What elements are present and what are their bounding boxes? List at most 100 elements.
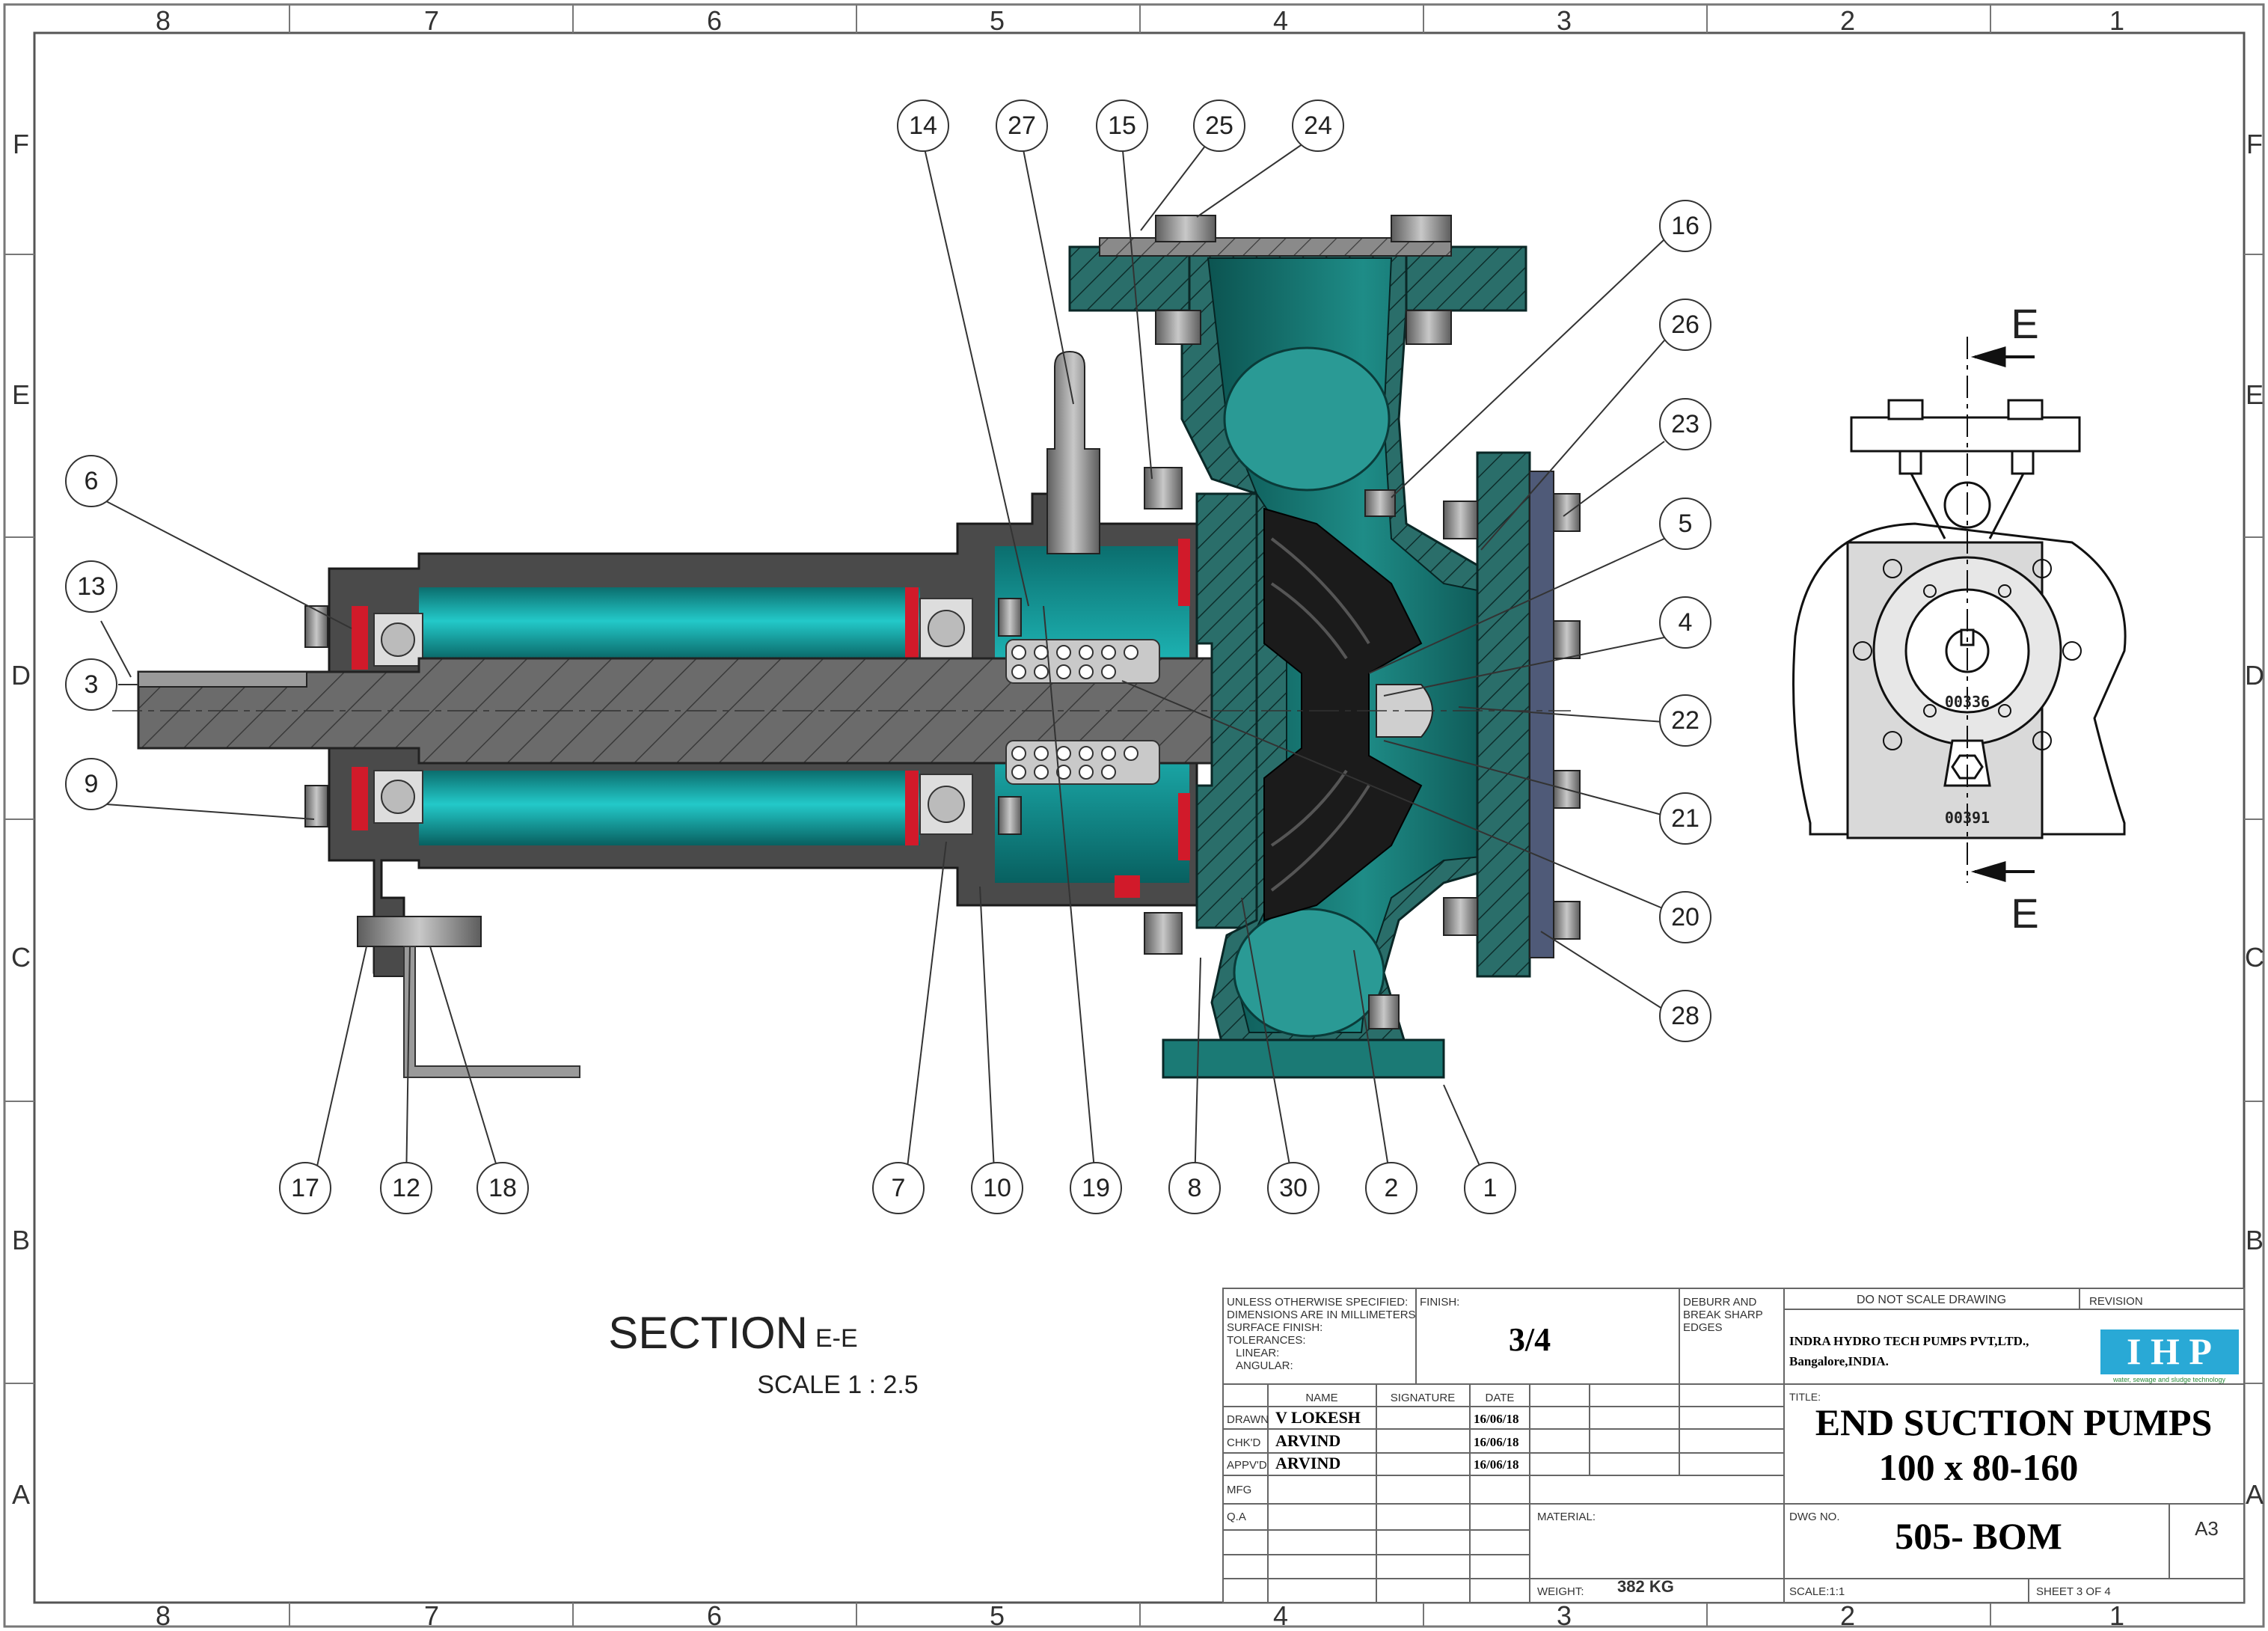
suction-gasket [1529, 471, 1554, 958]
finish-value: 3/4 [1509, 1321, 1551, 1358]
zone-labels-top: 8 7 6 5 4 3 2 1 [156, 5, 2124, 36]
zone-col-top-1: 1 [2109, 5, 2124, 36]
svg-text:DIMENSIONS ARE IN MILLIMETERS: DIMENSIONS ARE IN MILLIMETERS [1227, 1309, 1416, 1321]
balloon-27: 27 [996, 100, 1048, 152]
svg-text:V LOKESH: V LOKESH [1275, 1408, 1361, 1427]
svg-text:water, sewage and sludge techn: water, sewage and sludge technology [2112, 1376, 2226, 1383]
balloon-19: 19 [1070, 1162, 1122, 1214]
balloon-16: 16 [1659, 200, 1711, 252]
svg-text:17: 17 [291, 1174, 319, 1202]
svg-text:Q.A: Q.A [1227, 1511, 1246, 1523]
svg-text:9: 9 [85, 770, 99, 798]
balloon-17: 17 [279, 1162, 331, 1214]
balloon-24: 24 [1292, 100, 1344, 152]
revision-label: REVISION [2089, 1295, 2143, 1308]
material-label: MATERIAL: [1537, 1511, 1596, 1523]
svg-text:16/06/18: 16/06/18 [1474, 1435, 1518, 1449]
finish-label: FINISH: [1420, 1296, 1459, 1309]
balloon-18: 18 [476, 1162, 529, 1214]
casing-foot [1162, 1038, 1445, 1079]
red-seal-6 [1178, 793, 1190, 860]
svg-text:MFG: MFG [1227, 1484, 1251, 1496]
zone-col-top-8: 8 [156, 5, 171, 36]
weight-label: WEIGHT: [1537, 1585, 1584, 1598]
scale-text: SCALE:1:1 [1789, 1585, 1845, 1598]
company-line-2: Bangalore,INDIA. [1789, 1354, 1889, 1368]
zone-col-bottom-6: 6 [707, 1600, 722, 1631]
volute-top-opening [1223, 346, 1391, 492]
zone-col-bottom-3: 3 [1557, 1600, 1572, 1631]
zone-col-bottom-5: 5 [990, 1600, 1005, 1631]
deburr-note: DEBURR AND BREAK SHARP EDGES [1683, 1296, 1763, 1334]
zone-row-right-A: A [2246, 1479, 2264, 1510]
red-seal-4 [905, 771, 919, 845]
zone-col-top-4: 4 [1273, 5, 1288, 36]
svg-text:22: 22 [1671, 706, 1700, 735]
discharge-flange [1068, 245, 1191, 312]
zone-row-right-C: C [2245, 942, 2264, 973]
balloon-3: 3 [65, 658, 117, 711]
pump-section-view [112, 215, 1581, 1079]
title-block-unless: UNLESS OTHERWISE SPECIFIED: DIMENSIONS A… [1227, 1296, 1416, 1372]
balloon-10: 10 [971, 1162, 1023, 1214]
dwg-no: 505- BOM [1895, 1515, 2062, 1557]
red-seal-2 [352, 767, 368, 830]
volute-bottom-opening [1233, 908, 1385, 1038]
svg-text:25: 25 [1205, 111, 1233, 140]
section-title: SECTION [608, 1308, 808, 1358]
svg-text:UNLESS OTHERWISE SPECIFIED:: UNLESS OTHERWISE SPECIFIED: [1227, 1296, 1408, 1309]
lifting-eye [1046, 350, 1100, 554]
svg-text:SURFACE FINISH:: SURFACE FINISH: [1227, 1321, 1323, 1334]
balloon-14: 14 [897, 100, 949, 152]
red-seal-3 [905, 587, 919, 662]
drawing-title-line-1: END SUCTION PUMPS [1815, 1401, 2213, 1443]
col-date: DATE [1486, 1392, 1515, 1404]
svg-text:14: 14 [909, 111, 937, 140]
dwg-no-label: DWG NO. [1789, 1511, 1840, 1523]
balloon-21: 21 [1659, 792, 1711, 845]
zone-col-bottom-2: 2 [1840, 1600, 1855, 1631]
item-balloons: 14 27 15 25 24 16 26 23 5 4 22 21 20 28 … [65, 100, 1711, 1214]
leader-lines [100, 141, 1665, 1187]
svg-text:10: 10 [983, 1174, 1011, 1202]
zone-col-top-6: 6 [707, 5, 722, 36]
zone-row-left-C: C [11, 942, 31, 973]
svg-text:CHK'D: CHK'D [1227, 1436, 1261, 1449]
shaft-key [138, 671, 307, 688]
end-view-text-2: 00391 [1945, 809, 1990, 827]
zone-row-left-D: D [11, 660, 31, 691]
zone-labels-rows: F E D C B A F E D C B A [11, 129, 2264, 1510]
zone-row-right-B: B [2246, 1225, 2264, 1255]
balloon-28: 28 [1659, 990, 1711, 1042]
svg-text:DEBURR AND: DEBURR AND [1683, 1296, 1757, 1309]
discharge-flange-right [1405, 245, 1527, 312]
zone-row-right-F: F [2246, 129, 2263, 159]
svg-text:I H P: I H P [2127, 1330, 2212, 1372]
svg-text:23: 23 [1671, 410, 1700, 438]
zone-col-bottom-7: 7 [424, 1600, 439, 1631]
svg-text:EDGES: EDGES [1683, 1321, 1723, 1334]
svg-text:3: 3 [85, 670, 99, 699]
svg-text:1: 1 [1483, 1174, 1498, 1202]
svg-text:27: 27 [1008, 111, 1036, 140]
weight-value: 382 KG [1617, 1577, 1674, 1596]
svg-text:16/06/18: 16/06/18 [1474, 1412, 1518, 1426]
zone-col-top-2: 2 [1840, 5, 1855, 36]
svg-text:18: 18 [488, 1174, 517, 1202]
zone-col-top-7: 7 [424, 5, 439, 36]
zone-col-top-3: 3 [1557, 5, 1572, 36]
end-view-outline [1792, 522, 2127, 836]
svg-text:15: 15 [1108, 111, 1136, 140]
balloon-25: 25 [1193, 100, 1245, 152]
support-bracket [357, 916, 580, 1078]
bearing-chamber-left-bottom [419, 771, 920, 845]
col-name: NAME [1305, 1392, 1337, 1404]
svg-text:16/06/18: 16/06/18 [1474, 1457, 1518, 1472]
balloon-20: 20 [1659, 891, 1711, 943]
zone-row-left-B: B [12, 1225, 30, 1255]
section-scale: SCALE 1 : 2.5 [757, 1371, 918, 1399]
balloon-30: 30 [1267, 1162, 1320, 1214]
svg-text:2: 2 [1385, 1174, 1399, 1202]
balloon-13: 13 [65, 560, 117, 613]
